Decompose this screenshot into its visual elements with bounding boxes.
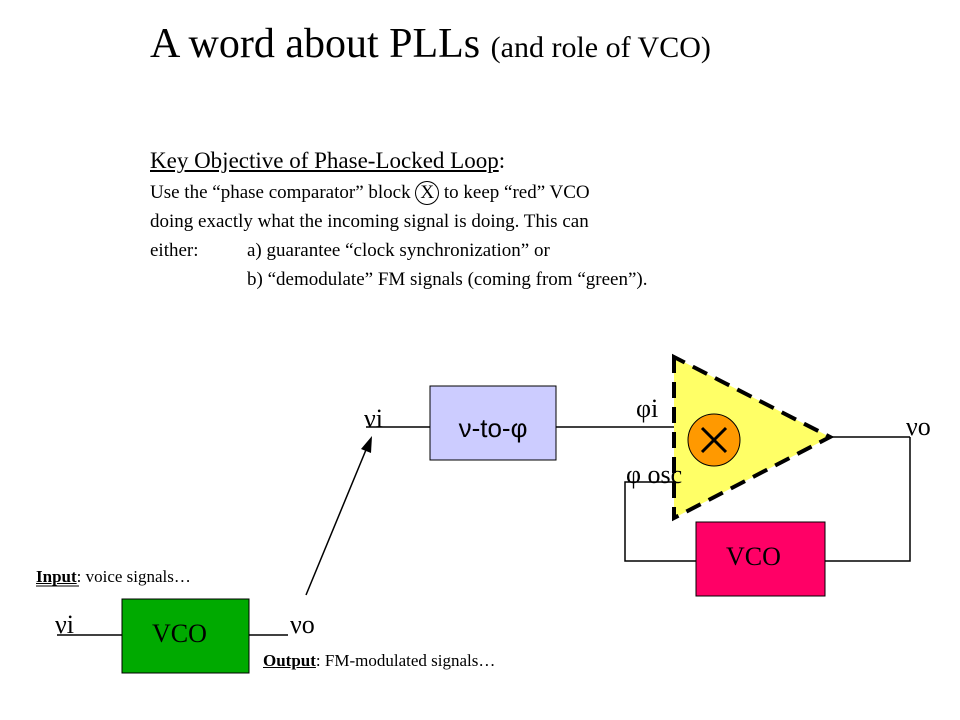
objective-line-2: doing exactly what the incoming signal i… (150, 211, 589, 232)
vco-source-label: VCO (152, 619, 207, 648)
objective-text: Key Objective of Phase-Locked Loop: Use … (150, 144, 647, 294)
signal-arrowhead (361, 436, 372, 453)
vco-feedback-box (695, 521, 826, 597)
comparator-x-symbol: X (415, 181, 440, 205)
feedback-right-line (825, 437, 911, 562)
page-title: A word about PLLs (and role of VCO) (150, 20, 711, 68)
signal-arrow-line (305, 444, 369, 596)
objective-heading: Key Objective of Phase-Locked Loop: (150, 148, 506, 173)
converter-label: ν-to-φ (459, 413, 528, 443)
title-main: A word about PLLs (150, 21, 481, 67)
objective-line-1: Use the “phase comparator” block X to ke… (150, 181, 590, 205)
objective-line-4: b) “demodulate” FM signals (coming from … (247, 269, 648, 290)
nu-o-bottom-label: νo (290, 610, 315, 639)
nu-i-top-label: νi (364, 404, 383, 433)
output-label: Output (263, 651, 316, 670)
nu-i-bottom-label: νi (55, 610, 74, 639)
output-caption: Output: FM-modulated signals… (263, 651, 495, 671)
vco-feedback-label: VCO (726, 542, 781, 571)
multiplier-x-stroke-2 (700, 426, 728, 454)
vco-source-box (121, 598, 250, 674)
phi-i-label: φi (636, 394, 659, 423)
phase-comparator (672, 353, 835, 522)
nu-o-right-label: νo (906, 412, 931, 441)
input-caption: Input: voice signals… (36, 567, 191, 587)
input-label: Input (36, 567, 77, 586)
phi-osc-feedback-line (624, 481, 696, 562)
objective-line-3: either:a) guarantee “clock synchronizati… (150, 240, 550, 261)
nu-to-phi-converter (429, 385, 557, 461)
phi-osc-label: φ osc (626, 460, 683, 489)
input-text: : voice signals… (76, 567, 191, 586)
output-text: : FM-modulated signals… (315, 651, 496, 670)
title-subtitle: (and role of VCO) (490, 31, 711, 64)
